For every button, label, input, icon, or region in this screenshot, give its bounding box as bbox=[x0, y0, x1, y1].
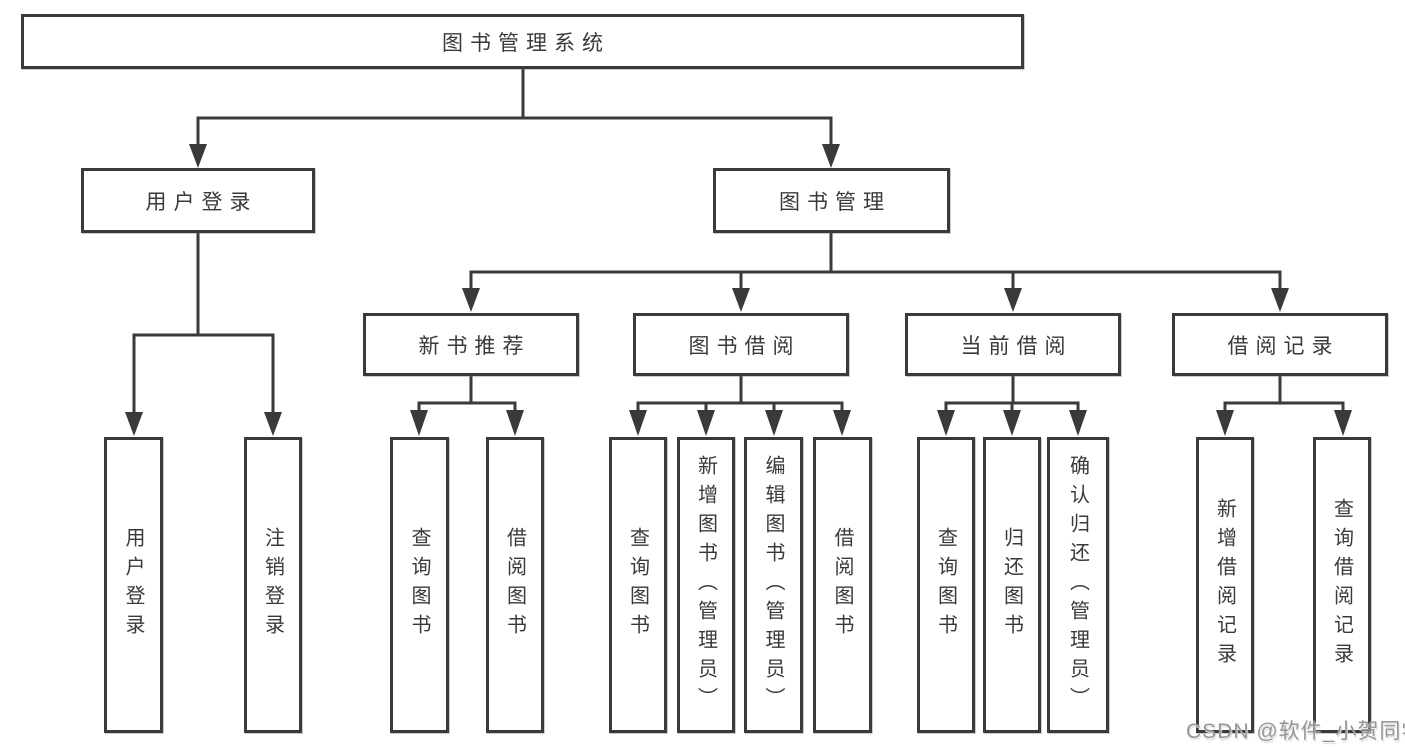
node-borrow-records: 借阅记录 bbox=[1172, 313, 1388, 376]
node-book-management: 图书管理 bbox=[713, 168, 950, 233]
leaf-add-books-admin-label: 新增图书（管理员） bbox=[694, 454, 717, 716]
connector-new-book-to-leaves bbox=[417, 376, 517, 412]
leaf-query-books-current-label: 查询图书 bbox=[934, 527, 957, 643]
leaf-add-books-admin: 新增图书（管理员） bbox=[677, 437, 735, 733]
connector-current-borrow-to-leaves bbox=[944, 376, 1080, 412]
leaf-confirm-return-admin: 确认归还（管理员） bbox=[1047, 437, 1109, 733]
connector-book-mgmt-to-level3 bbox=[469, 233, 1282, 290]
leaf-return-books-label: 归还图书 bbox=[1000, 527, 1023, 643]
leaf-query-books-recommend-label: 查询图书 bbox=[408, 527, 430, 643]
leaf-borrow-books: 借阅图书 bbox=[813, 437, 872, 733]
leaf-borrow-books-label: 借阅图书 bbox=[831, 527, 853, 643]
connector-borrow-record-to-leaves bbox=[1223, 376, 1345, 412]
connector-root-to-level2 bbox=[196, 69, 833, 146]
leaf-query-books-recommend: 查询图书 bbox=[390, 437, 449, 733]
leaf-borrow-books-recommend-label: 借阅图书 bbox=[503, 527, 526, 643]
node-book-borrow: 图书借阅 bbox=[633, 313, 849, 376]
leaf-logout: 注销登录 bbox=[244, 437, 302, 733]
leaf-add-borrow-record: 新增借阅记录 bbox=[1196, 437, 1254, 733]
leaf-add-borrow-record-label: 新增借阅记录 bbox=[1213, 498, 1236, 672]
leaf-user-login: 用户登录 bbox=[104, 437, 163, 733]
leaf-borrow-books-recommend: 借阅图书 bbox=[486, 437, 544, 733]
leaf-query-books-current: 查询图书 bbox=[917, 437, 975, 733]
leaf-user-login-label: 用户登录 bbox=[122, 527, 144, 643]
leaf-query-books-borrow: 查询图书 bbox=[609, 437, 667, 733]
leaf-edit-books-admin: 编辑图书（管理员） bbox=[744, 437, 803, 733]
leaf-query-borrow-record-label: 查询借阅记录 bbox=[1330, 498, 1353, 672]
leaf-return-books: 归还图书 bbox=[983, 437, 1041, 733]
leaf-query-books-borrow-label: 查询图书 bbox=[626, 527, 649, 643]
connector-user-login-to-leaves bbox=[132, 233, 275, 414]
leaf-logout-label: 注销登录 bbox=[261, 527, 284, 643]
leaf-confirm-return-admin-label: 确认归还（管理员） bbox=[1066, 454, 1089, 716]
leaf-query-borrow-record: 查询借阅记录 bbox=[1313, 437, 1371, 733]
node-library-system: 图书管理系统 bbox=[21, 14, 1024, 69]
leaf-edit-books-admin-label: 编辑图书（管理员） bbox=[762, 454, 784, 716]
node-current-borrow: 当前借阅 bbox=[905, 313, 1121, 376]
node-new-book-recommend: 新书推荐 bbox=[363, 313, 579, 376]
node-user-login: 用户登录 bbox=[81, 168, 315, 233]
csdn-watermark: CSDN @软件_小贺同学 bbox=[1186, 720, 1405, 743]
connector-book-borrow-to-leaves bbox=[636, 376, 844, 412]
